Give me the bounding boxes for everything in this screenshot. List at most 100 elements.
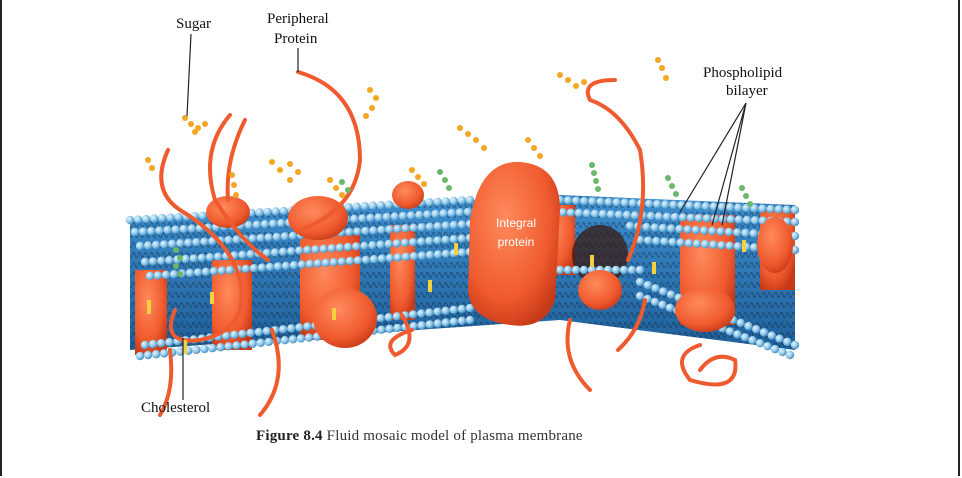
phospholipid-head <box>433 221 443 231</box>
phospholipid-head <box>145 271 155 281</box>
phospholipid-head <box>150 214 159 223</box>
phospholipid-head <box>642 222 651 232</box>
phospholipid-head <box>165 338 174 347</box>
phospholipid-head <box>431 209 440 219</box>
phospholipid-head <box>360 241 369 250</box>
phospholipid-head <box>708 226 717 236</box>
phospholipid-head <box>244 220 253 230</box>
phospholipid-head <box>455 208 465 217</box>
phospholipid-head <box>384 313 393 322</box>
phospholipid-head <box>125 215 135 225</box>
phospholipid-head <box>580 196 589 206</box>
phospholipid-head <box>376 201 386 210</box>
phospholipid-head <box>148 257 158 266</box>
phospholipid-head <box>393 323 402 333</box>
phospholipid-head <box>619 265 629 275</box>
phospholipid-head <box>303 322 312 331</box>
phospholipid-leader-line-2 <box>711 102 747 226</box>
phospholipid-head <box>147 226 156 236</box>
phospholipid-head <box>209 267 219 276</box>
cholesterol-molecules <box>147 240 746 354</box>
green-sugar-chains <box>173 162 753 277</box>
phospholipid-head <box>630 211 640 220</box>
phospholipid-head <box>393 224 402 234</box>
phospholipid-head <box>449 220 459 230</box>
phospholipid-head <box>740 333 750 342</box>
phospholipid-head <box>189 254 198 263</box>
phospholipid-head <box>392 239 402 248</box>
phospholipid-head <box>232 235 241 244</box>
phospholipid-head <box>457 316 467 326</box>
phospholipid-head <box>289 261 299 270</box>
phospholipid-head <box>744 321 753 331</box>
phospholipid-head <box>709 240 718 249</box>
sugar-leader-line <box>186 33 192 117</box>
phospholipid-head <box>157 256 166 265</box>
phospholipid-head <box>650 297 660 307</box>
phospholipid-head <box>216 343 225 352</box>
phospholipid-head <box>574 208 584 218</box>
phospholipid-head <box>385 253 395 263</box>
phospholipid-head <box>433 236 442 245</box>
phospholipid-head <box>197 253 207 262</box>
phospholipid-head <box>785 350 795 360</box>
phospholipid-head <box>350 214 359 224</box>
figure-caption: Figure 8.4 Fluid mosaic model of plasma … <box>256 428 583 445</box>
phospholipid-head <box>571 265 581 275</box>
phospholipid-head <box>457 304 467 314</box>
phospholipid-head <box>369 255 379 264</box>
phospholipid-head <box>675 224 684 234</box>
phospholipid-head <box>201 267 211 276</box>
phospholipid-head <box>579 265 589 275</box>
phospholipid-head <box>377 225 386 235</box>
phospholipid-head <box>224 342 233 351</box>
phospholipid-head <box>724 227 734 237</box>
phospholipid-head <box>408 238 418 247</box>
phospholipid-head <box>249 264 259 273</box>
phospholipid-head <box>185 268 195 278</box>
phospholipid-head <box>140 257 150 267</box>
leader-lines <box>182 33 747 400</box>
phospholipid-head <box>143 241 153 250</box>
phospholipid-head <box>778 347 787 357</box>
phospholipid-head <box>661 200 670 209</box>
phospholipid-head <box>752 325 761 334</box>
phospholipid-head <box>135 241 145 251</box>
phospholipid-head <box>311 245 320 254</box>
phospholipid-head <box>337 257 347 266</box>
phospholipid-head <box>734 203 743 212</box>
phospholipid-head <box>208 343 217 353</box>
phospholipid-head <box>141 214 151 224</box>
phospholipid-head <box>463 207 473 217</box>
phospholipid-head <box>264 337 273 347</box>
phospholipid-head <box>417 251 427 260</box>
phospholipid-head <box>685 201 694 210</box>
phospholipid-head <box>260 219 270 229</box>
phospholipid-head <box>281 261 291 270</box>
phospholipid-head <box>635 291 645 301</box>
phospholipid-head <box>563 265 573 275</box>
phospholipid-head <box>158 213 167 223</box>
phospholipid-head <box>763 341 772 351</box>
phospholipid-head <box>287 324 296 333</box>
phospholipid-head <box>213 252 223 261</box>
phospholipid-head <box>433 250 443 259</box>
phospholipid-head <box>669 200 678 210</box>
phospholipid-head <box>741 228 750 238</box>
phospholipid-head <box>449 317 459 326</box>
phospholipid-head <box>130 227 140 237</box>
phospholipid-head <box>755 339 765 348</box>
phospholipid-head <box>686 213 696 222</box>
phospholipid-head <box>217 266 227 275</box>
phospholipid-head <box>163 225 172 235</box>
phospholipid-head <box>691 225 701 235</box>
integral-protein <box>468 161 560 326</box>
phospholipid-head <box>725 203 735 212</box>
phospholipid-head <box>157 338 166 348</box>
phospholipid-head <box>240 340 249 349</box>
phospholipid-head <box>643 236 653 245</box>
phospholipid-head <box>366 213 375 223</box>
phospholipid-head <box>352 242 361 251</box>
phospholipid-head <box>176 347 185 356</box>
phospholipid-head <box>701 240 710 249</box>
